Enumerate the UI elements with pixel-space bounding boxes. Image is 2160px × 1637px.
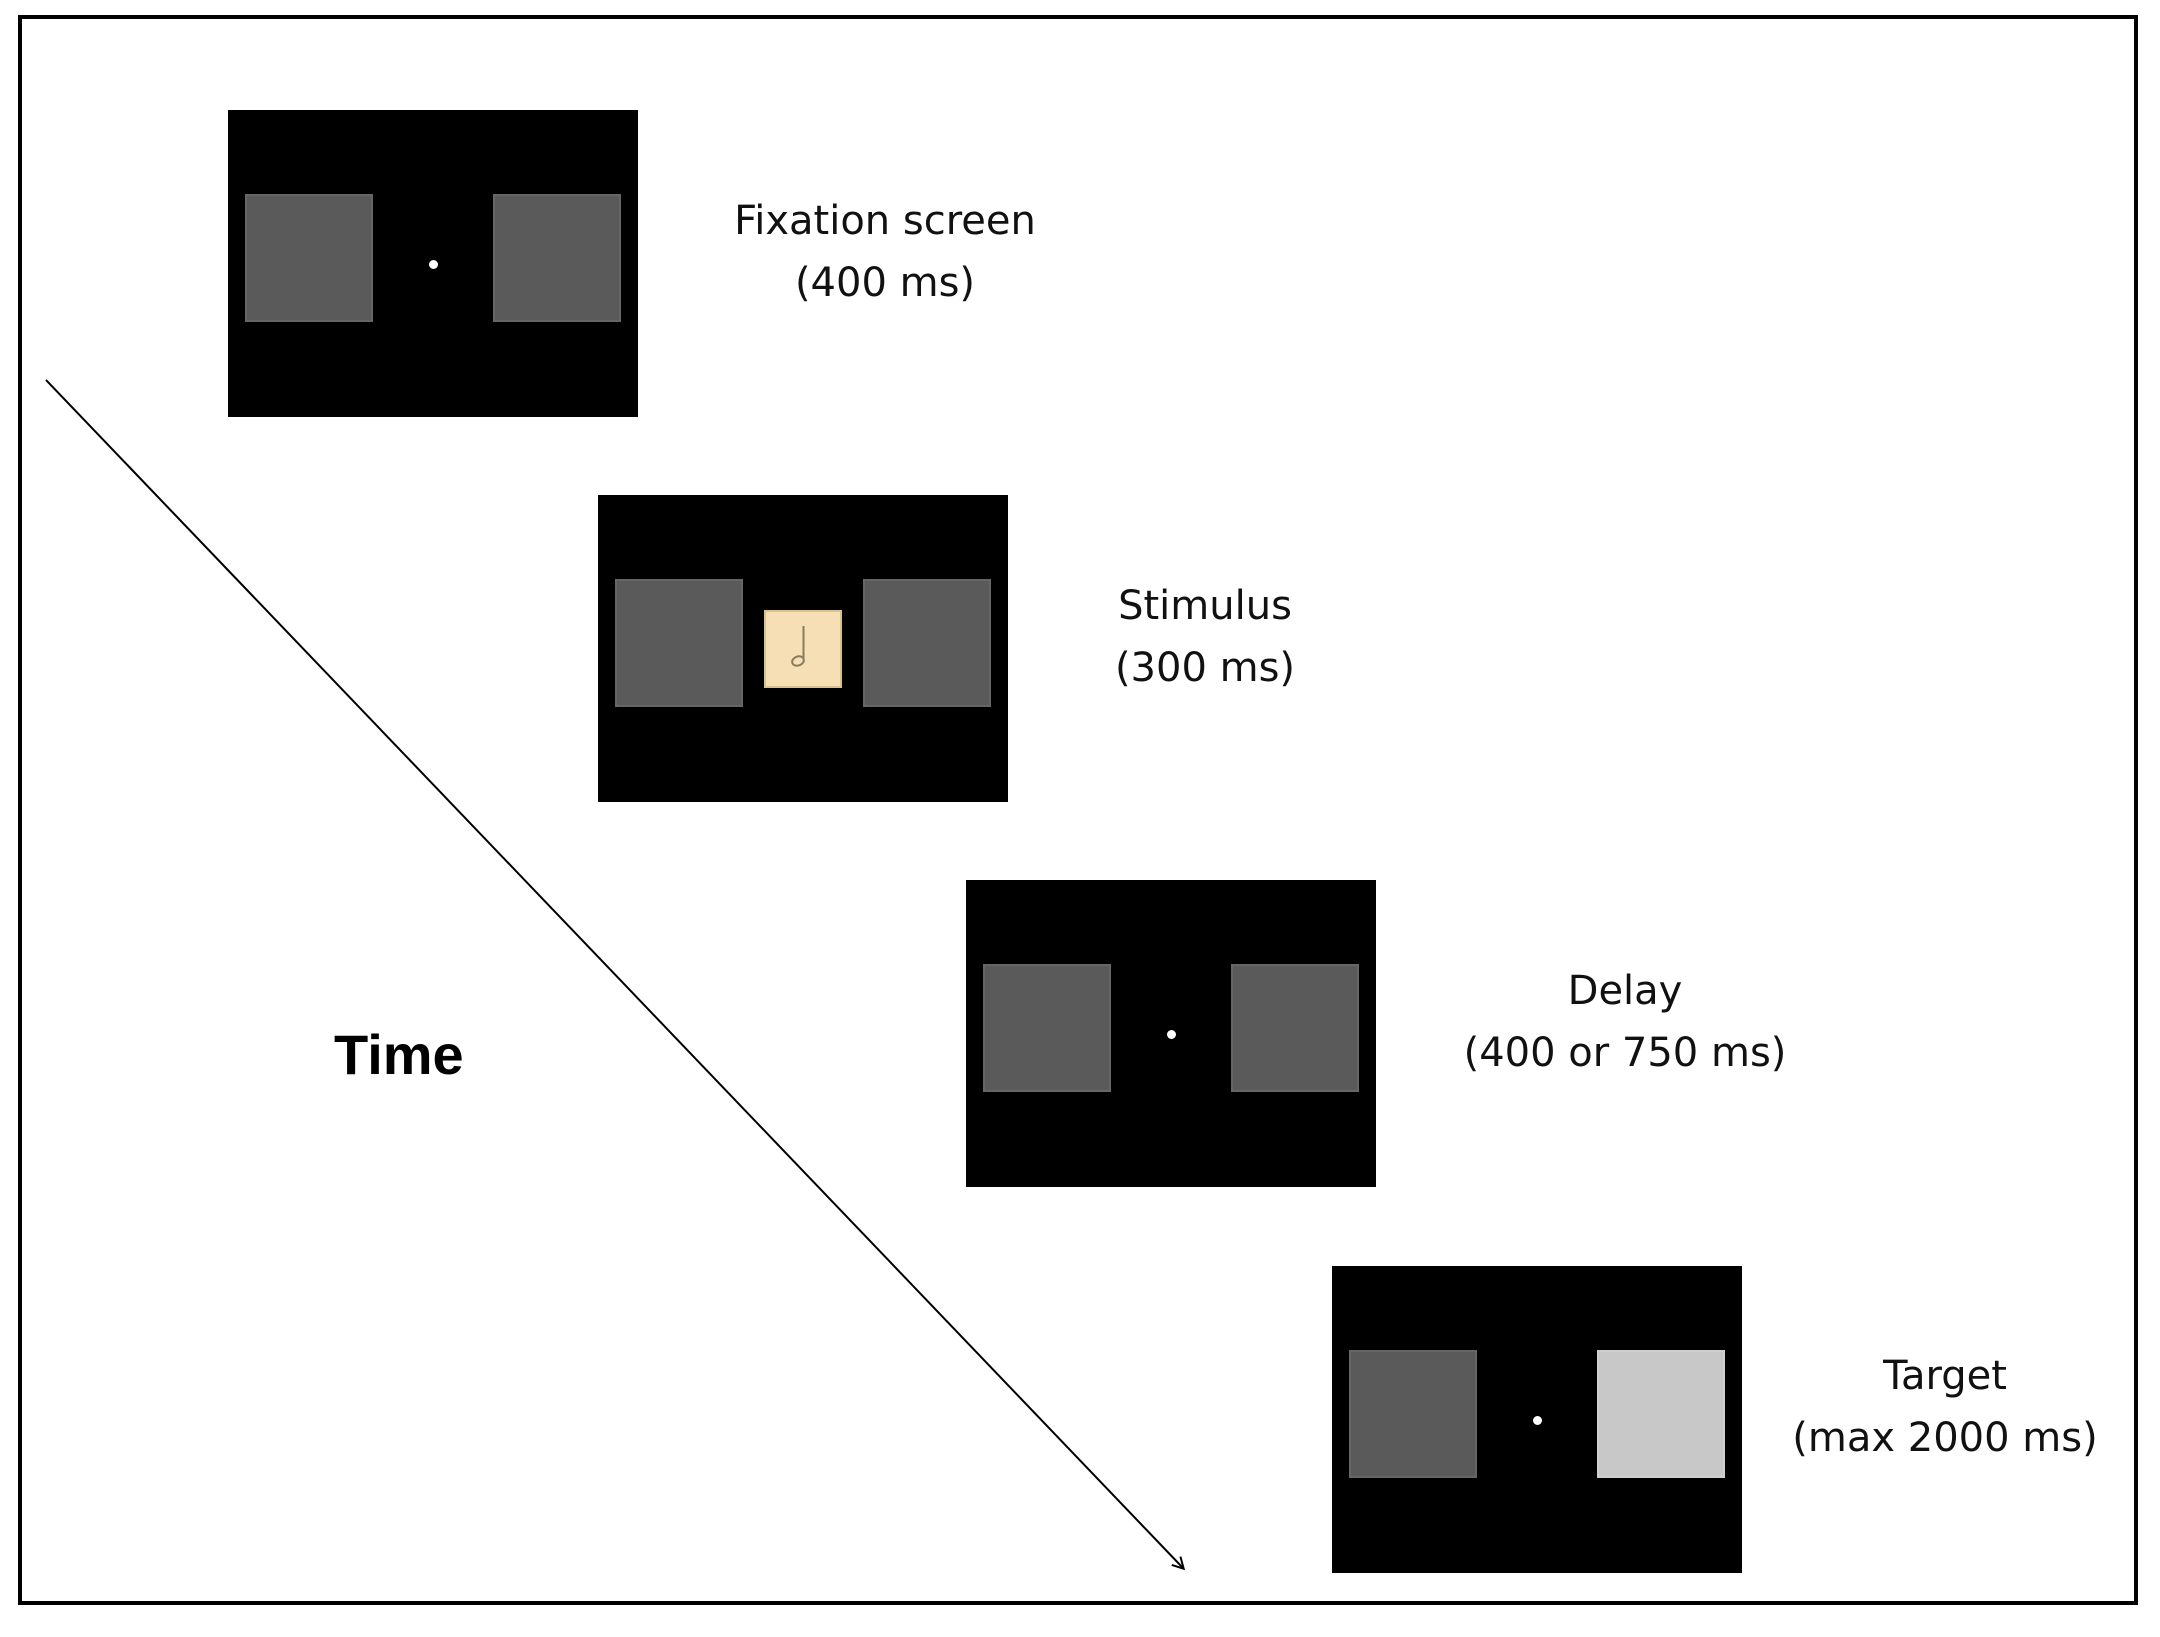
phase-name: Delay [1567, 968, 1683, 1014]
phase-name: Target [1883, 1353, 2007, 1399]
phase-name: Fixation screen [734, 198, 1036, 244]
left-placeholder-box [983, 964, 1111, 1092]
stimulus-label: Stimulus (300 ms) [1055, 575, 1355, 699]
delay-label: Delay (400 or 750 ms) [1440, 960, 1810, 1084]
time-axis-label: Time [334, 1023, 464, 1086]
phase-duration: (400 or 750 ms) [1463, 1030, 1787, 1076]
delay-screen [966, 880, 1376, 1187]
phase-duration: (max 2000 ms) [1792, 1415, 2098, 1461]
left-placeholder-box [245, 194, 373, 322]
phase-duration: (300 ms) [1114, 645, 1296, 691]
left-placeholder-box [615, 579, 743, 707]
target-label: Target (max 2000 ms) [1765, 1345, 2125, 1469]
fixation-dot [1167, 1030, 1176, 1039]
stimulus-card [764, 610, 842, 688]
stimulus-screen [598, 495, 1008, 802]
fixation-label: Fixation screen (400 ms) [700, 190, 1070, 314]
right-placeholder-box [863, 579, 991, 707]
left-placeholder-box [1349, 1350, 1477, 1478]
musical-note-icon [791, 626, 805, 667]
phase-name: Stimulus [1118, 583, 1292, 629]
right-placeholder-box [1231, 964, 1359, 1092]
fixation-dot [429, 260, 438, 269]
right-placeholder-box [493, 194, 621, 322]
fixation-screen [228, 110, 638, 417]
phase-duration: (400 ms) [794, 260, 976, 306]
target-screen [1332, 1266, 1742, 1573]
fixation-dot [1533, 1416, 1542, 1425]
target-box [1597, 1350, 1725, 1478]
